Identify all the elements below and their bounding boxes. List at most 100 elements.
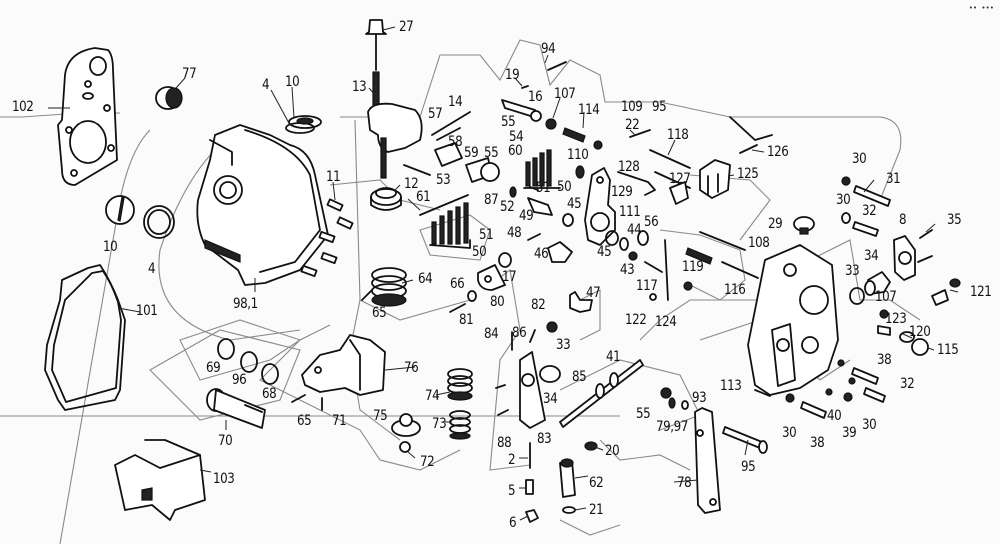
part-callout-44: 44 xyxy=(627,222,642,238)
part-callout-108: 108 xyxy=(748,235,770,251)
part-callout-4b: 4 xyxy=(148,261,156,277)
part-callout-34a: 34 xyxy=(864,248,879,264)
part-callout-5: 5 xyxy=(508,483,516,499)
part-callout-129: 129 xyxy=(611,184,633,200)
corner-mark: •• ••• xyxy=(968,4,994,12)
part-30-31-32-bolts xyxy=(841,176,891,237)
part-callout-88: 88 xyxy=(497,435,512,451)
part-callout-45b: 45 xyxy=(597,244,612,260)
part-callout-124: 124 xyxy=(655,314,677,330)
part-callout-35: 35 xyxy=(947,212,962,228)
part-55-79-93-nuts xyxy=(660,387,689,410)
part-103-bracket xyxy=(114,439,206,521)
part-callout-4a: 4 xyxy=(262,77,270,93)
part-callout-107a: 107 xyxy=(554,86,576,102)
part-callout-11a: 11 xyxy=(326,169,341,185)
part-callout-114: 114 xyxy=(578,102,600,118)
part-95-bolt xyxy=(722,426,768,454)
lower-valve-parts xyxy=(525,441,598,523)
part-callout-76: 76 xyxy=(404,360,419,376)
part-64-spring xyxy=(371,267,407,307)
part-47-82 xyxy=(546,291,593,333)
part-callout-87: 87 xyxy=(484,192,499,208)
right-fittings xyxy=(877,278,961,356)
part-callout-79-97: 79,97 xyxy=(656,419,688,435)
part-34-lever-plate xyxy=(495,329,561,429)
part-callout-81: 81 xyxy=(459,312,474,328)
part-callout-29: 29 xyxy=(768,216,783,232)
part-65-pin-upper xyxy=(361,289,373,301)
part-callout-107b: 107 xyxy=(875,289,897,305)
part-callout-49: 49 xyxy=(519,208,534,224)
part-74-73-springs xyxy=(447,368,473,440)
part-callout-30a: 30 xyxy=(852,151,867,167)
part-callout-38b: 38 xyxy=(810,435,825,451)
part-callout-41: 41 xyxy=(606,349,621,365)
part-callout-2: 2 xyxy=(508,452,516,468)
part-callout-60: 60 xyxy=(508,143,523,159)
part-callout-55a: 55 xyxy=(501,114,516,130)
part-callout-113: 113 xyxy=(720,378,742,394)
part-callout-77: 77 xyxy=(182,66,197,82)
part-callout-80: 80 xyxy=(490,294,505,310)
part-callout-50a: 50 xyxy=(557,179,572,195)
part-16-94-19-pins xyxy=(501,61,603,150)
part-12-cup xyxy=(370,187,402,211)
part-51-50-spring-plates-left xyxy=(429,202,471,249)
part-callout-74: 74 xyxy=(425,388,440,404)
part-callout-14: 14 xyxy=(448,94,463,110)
part-callout-103: 103 xyxy=(213,471,235,487)
part-callout-58: 58 xyxy=(448,134,463,150)
part-callout-95b: 95 xyxy=(741,459,756,475)
part-callout-56: 56 xyxy=(644,214,659,230)
part-callout-10a: 10 xyxy=(285,74,300,90)
part-callout-30b: 30 xyxy=(836,192,851,208)
part-65-pin-lower xyxy=(291,394,323,411)
part-callout-32b: 32 xyxy=(900,376,915,392)
part-34-fitting xyxy=(864,271,891,296)
part-callout-55b: 55 xyxy=(484,145,499,161)
part-callout-17: 17 xyxy=(502,269,517,285)
part-callout-22: 22 xyxy=(625,117,640,133)
part-callout-62: 62 xyxy=(589,475,604,491)
part-callout-115: 115 xyxy=(937,342,959,358)
part-callout-10b: 10 xyxy=(103,239,118,255)
part-33-seal-ring xyxy=(849,287,865,305)
assembly-guide-lines xyxy=(0,39,921,544)
part-callout-73: 73 xyxy=(432,416,447,432)
part-callout-34b: 34 xyxy=(543,391,558,407)
part-callout-123: 123 xyxy=(885,311,907,327)
part-77-plug xyxy=(155,86,183,110)
part-callout-119: 119 xyxy=(682,259,704,275)
part-29-cap xyxy=(793,216,815,235)
part-callout-84: 84 xyxy=(484,326,499,342)
part-callout-57: 57 xyxy=(428,106,443,122)
part-callout-121: 121 xyxy=(970,284,992,300)
part-callout-39: 39 xyxy=(842,425,857,441)
part-11-screws xyxy=(300,198,354,278)
part-callout-68: 68 xyxy=(262,386,277,402)
part-callout-125: 125 xyxy=(737,166,759,182)
part-102-gasket-plate xyxy=(57,47,118,186)
part-101-gasket xyxy=(44,264,126,411)
part-callout-111: 111 xyxy=(619,204,641,220)
part-callout-82: 82 xyxy=(531,297,546,313)
part-126-rod xyxy=(729,116,773,154)
part-callout-16: 16 xyxy=(528,89,543,105)
part-callout-85: 85 xyxy=(572,369,587,385)
part-callout-117: 117 xyxy=(636,278,658,294)
part-108-116-119-rods xyxy=(685,231,759,279)
part-17-66-80-81 xyxy=(449,252,512,313)
part-callout-110: 110 xyxy=(567,147,589,163)
part-callout-20: 20 xyxy=(605,443,620,459)
lower-right-bolts xyxy=(785,359,886,419)
part-callout-122: 122 xyxy=(625,312,647,328)
part-callout-53: 53 xyxy=(436,172,451,188)
part-callout-65b: 65 xyxy=(297,413,312,429)
part-callout-75: 75 xyxy=(373,408,388,424)
part-8-flange xyxy=(893,229,933,281)
part-callout-98-1: 98,1 xyxy=(233,296,258,312)
part-callout-8: 8 xyxy=(899,212,907,228)
